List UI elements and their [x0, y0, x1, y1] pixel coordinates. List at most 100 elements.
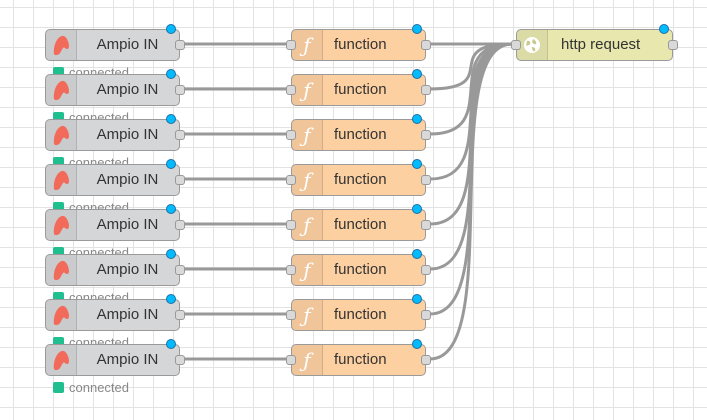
globe-icon: [517, 30, 548, 60]
function-node[interactable]: ƒ function: [286, 294, 431, 331]
function-icon: ƒ: [292, 210, 323, 240]
ampio-logo-icon: [46, 255, 77, 285]
output-port[interactable]: [668, 40, 678, 50]
node-label: function: [334, 306, 387, 323]
output-port[interactable]: [421, 310, 431, 320]
output-port[interactable]: [421, 130, 431, 140]
node-label: function: [334, 126, 387, 143]
output-port[interactable]: [421, 40, 431, 50]
wire-function-to-http[interactable]: [429, 42, 513, 91]
changed-indicator: [412, 114, 422, 124]
input-port[interactable]: [286, 40, 296, 50]
output-port[interactable]: [421, 355, 431, 365]
node-label: function: [334, 351, 387, 368]
status-dot-icon: [53, 337, 64, 348]
input-port[interactable]: [286, 220, 296, 230]
output-port[interactable]: [175, 310, 185, 320]
function-icon: ƒ: [292, 30, 323, 60]
status-dot-icon: [53, 112, 64, 123]
status-dot-icon: [53, 67, 64, 78]
status-dot-icon: [53, 292, 64, 303]
ampio-logo-icon: [46, 300, 77, 330]
input-port[interactable]: [286, 310, 296, 320]
function-icon: ƒ: [292, 300, 323, 330]
function-node[interactable]: ƒ function: [286, 69, 431, 106]
ampio-in-node[interactable]: Ampio IN: [45, 249, 185, 286]
output-port[interactable]: [175, 220, 185, 230]
ampio-logo-icon: [46, 30, 77, 60]
changed-indicator: [166, 204, 176, 214]
changed-indicator: [412, 249, 422, 259]
changed-indicator: [659, 24, 669, 34]
function-icon: ƒ: [292, 75, 323, 105]
changed-indicator: [166, 24, 176, 34]
node-label: Ampio IN: [96, 171, 159, 188]
node-label: function: [334, 216, 387, 233]
node-label: Ampio IN: [96, 216, 159, 233]
changed-indicator: [412, 294, 422, 304]
changed-indicator: [166, 339, 176, 349]
status-dot-icon: [53, 202, 64, 213]
output-port[interactable]: [175, 130, 185, 140]
node-label: Ampio IN: [96, 261, 159, 278]
output-port[interactable]: [175, 175, 185, 185]
changed-indicator: [166, 249, 176, 259]
function-node[interactable]: ƒ function: [286, 204, 431, 241]
node-label: function: [334, 36, 387, 53]
ampio-in-node[interactable]: Ampio IN: [45, 294, 185, 331]
ampio-in-node[interactable]: Ampio IN: [45, 114, 185, 151]
input-port[interactable]: [286, 85, 296, 95]
node-label: Ampio IN: [96, 126, 159, 143]
changed-indicator: [166, 69, 176, 79]
wire-function-to-http[interactable]: [429, 42, 513, 361]
ampio-logo-icon: [46, 75, 77, 105]
ampio-in-node[interactable]: Ampio IN: [45, 204, 185, 241]
http-request-node[interactable]: http request: [511, 24, 678, 61]
status-dot-icon: [53, 247, 64, 258]
ampio-logo-icon: [46, 120, 77, 150]
node-label: Ampio IN: [96, 351, 159, 368]
ampio-in-node[interactable]: Ampio IN: [45, 24, 185, 61]
status-dot-icon: [53, 157, 64, 168]
node-label: function: [334, 171, 387, 188]
node-label: function: [334, 81, 387, 98]
changed-indicator: [166, 159, 176, 169]
changed-indicator: [412, 24, 422, 34]
output-port[interactable]: [421, 220, 431, 230]
wire-function-to-http[interactable]: [429, 42, 513, 136]
input-port[interactable]: [286, 175, 296, 185]
ampio-in-node[interactable]: Ampio IN: [45, 159, 185, 196]
ampio-logo-icon: [46, 345, 77, 375]
changed-indicator: [166, 114, 176, 124]
function-node[interactable]: ƒ function: [286, 159, 431, 196]
output-port[interactable]: [175, 265, 185, 275]
input-port[interactable]: [286, 265, 296, 275]
function-node[interactable]: ƒ function: [286, 249, 431, 286]
function-icon: ƒ: [292, 165, 323, 195]
node-label: Ampio IN: [96, 81, 159, 98]
output-port[interactable]: [175, 40, 185, 50]
function-node[interactable]: ƒ function: [286, 24, 431, 61]
input-port[interactable]: [511, 40, 521, 50]
input-port[interactable]: [286, 355, 296, 365]
output-port[interactable]: [421, 265, 431, 275]
ampio-in-node[interactable]: Ampio IN: [45, 69, 185, 106]
node-label: http request: [561, 36, 641, 53]
function-icon: ƒ: [292, 255, 323, 285]
status-text: connected: [69, 380, 129, 395]
changed-indicator: [412, 69, 422, 79]
changed-indicator: [412, 159, 422, 169]
ampio-in-node[interactable]: Ampio IN: [45, 339, 185, 376]
output-port[interactable]: [175, 355, 185, 365]
output-port[interactable]: [175, 85, 185, 95]
ampio-logo-icon: [46, 165, 77, 195]
node-label: Ampio IN: [96, 306, 159, 323]
input-port[interactable]: [286, 130, 296, 140]
output-port[interactable]: [421, 85, 431, 95]
node-label: function: [334, 261, 387, 278]
output-port[interactable]: [421, 175, 431, 185]
changed-indicator: [412, 204, 422, 214]
